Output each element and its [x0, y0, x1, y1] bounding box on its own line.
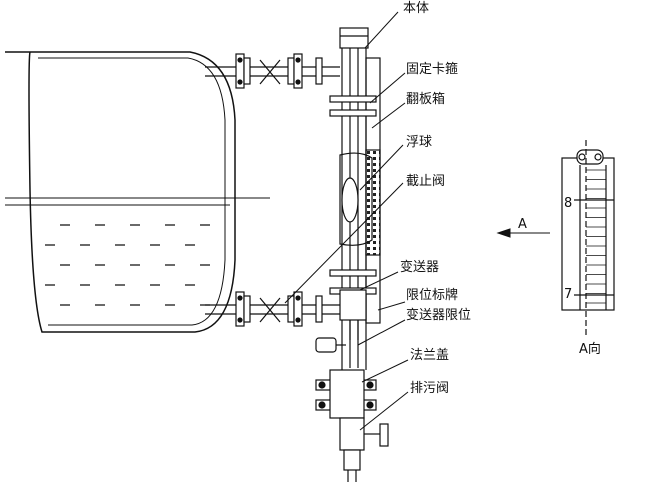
- view-arrow: [496, 228, 550, 238]
- label-stop-valve: 截止阀: [406, 174, 446, 189]
- lower-connection: [205, 291, 340, 327]
- gauge-body: [315, 27, 389, 482]
- label-clamp: 固定卡箍: [406, 62, 459, 77]
- label-transmitter: 变送器: [400, 260, 440, 275]
- scale-ticks: [586, 169, 606, 304]
- label-drain-valve: 排污阀: [410, 381, 450, 396]
- scale-view: [561, 140, 615, 335]
- label-transmitter-limit: 变送器限位: [406, 308, 472, 323]
- view-label: A向: [579, 342, 601, 357]
- upper-connection: [205, 53, 340, 89]
- liquid-dashes: [45, 224, 210, 306]
- label-float: 浮球: [406, 135, 433, 150]
- scale-mark-7: 7: [564, 287, 573, 302]
- scale-mark-8: 8: [564, 196, 573, 211]
- label-body: 本体: [403, 1, 430, 16]
- tank: [5, 51, 270, 333]
- label-flip-box: 翻板箱: [406, 92, 446, 107]
- label-flange-cover: 法兰盖: [410, 348, 450, 363]
- leader-lines: [284, 11, 409, 431]
- label-limit-plate: 限位标牌: [406, 288, 459, 303]
- view-arrow-label: A: [518, 217, 527, 232]
